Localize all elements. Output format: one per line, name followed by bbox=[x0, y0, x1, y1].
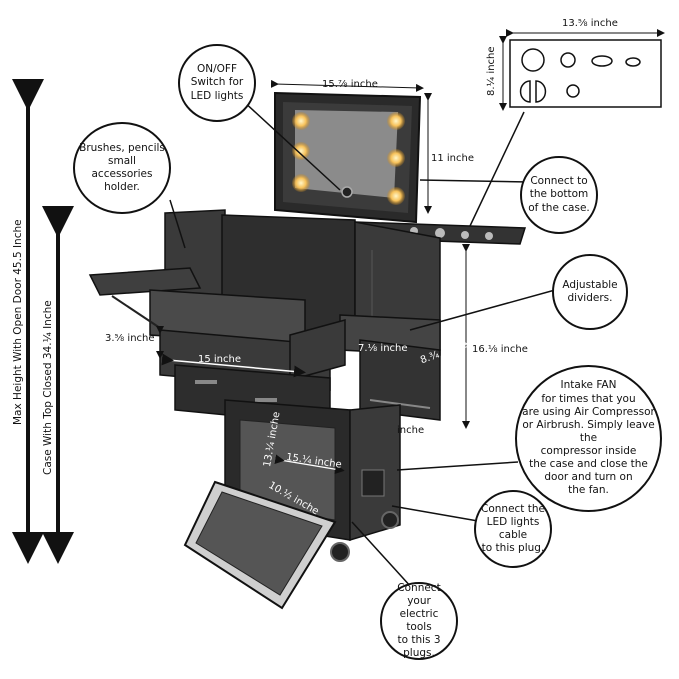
onoff-switch-callout: ON/OFF Switch for LED lights bbox=[178, 44, 256, 122]
intake-fan-text: Intake FAN for times that you are using … bbox=[522, 379, 655, 497]
adjustable-dividers-text: Adjustable dividers. bbox=[562, 278, 618, 304]
mirror-lid bbox=[270, 79, 432, 224]
led-cable-callout: Connect the LED lights cable to this plu… bbox=[474, 490, 552, 568]
connect-bottom-text: Connect to the bottom of the case. bbox=[528, 175, 590, 214]
electric-tools-text: Connect your electric tools to this 3 pl… bbox=[397, 581, 441, 660]
bottom-plate-diagram bbox=[499, 29, 665, 111]
adjustable-dividers-callout: Adjustable dividers. bbox=[552, 254, 628, 330]
onoff-switch-text: ON/OFF Switch for LED lights bbox=[190, 63, 244, 102]
electric-tools-callout: Connect your electric tools to this 3 pl… bbox=[380, 582, 458, 660]
drawer-width-label: 15 inche bbox=[198, 354, 242, 365]
tray-width-label: 7.⅛ inche bbox=[358, 343, 408, 354]
drawer-height-label: 3.⅝ inche bbox=[105, 333, 155, 344]
side-height-label: 16.⅛ inche bbox=[472, 344, 528, 355]
max-height-label: Max Height With Open Door 45.5 Inche bbox=[12, 219, 24, 425]
partial-inche-label: inche bbox=[397, 425, 425, 436]
dimension-arrows bbox=[12, 79, 470, 564]
mirror-height-label: 11 inche bbox=[431, 153, 475, 164]
brushes-holder-text: Brushes, pencils small accessories holde… bbox=[79, 141, 165, 194]
right-panel bbox=[359, 339, 441, 421]
bottom-height-label: 8.¼ inche bbox=[486, 46, 497, 96]
led-cable-text: Connect the LED lights cable to this plu… bbox=[481, 502, 545, 555]
intake-fan-callout: Intake FAN for times that you are using … bbox=[515, 365, 662, 512]
closed-height-label: Case With Top Closed 34.¼ Inche bbox=[42, 300, 54, 475]
callout-leaders bbox=[169, 99, 556, 589]
brushes-holder-callout: Brushes, pencils small accessories holde… bbox=[73, 122, 171, 214]
mirror-width-label: 15.⅞ inche bbox=[322, 79, 378, 90]
connect-bottom-callout: Connect to the bottom of the case. bbox=[520, 156, 598, 234]
bottom-width-label: 13.⅝ inche bbox=[562, 18, 618, 29]
bottom-door bbox=[183, 480, 337, 610]
